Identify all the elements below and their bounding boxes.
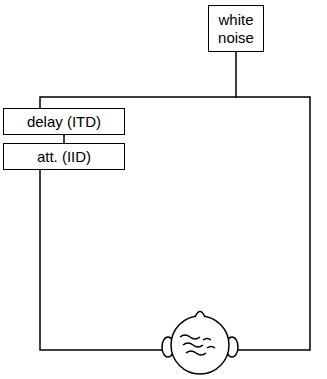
listener-head (162, 312, 238, 375)
right-wire (235, 97, 310, 350)
box-label: att. (IID) (37, 148, 91, 166)
process-box: delay (ITD) (3, 108, 125, 135)
process-box: att. (IID) (3, 143, 125, 170)
box-label: delay (ITD) (27, 113, 101, 131)
box-label: white noise (213, 11, 259, 47)
signal-line (63, 135, 65, 143)
signal-line (40, 52, 236, 108)
left-wire (40, 170, 162, 350)
source-box: white noise (208, 5, 264, 52)
